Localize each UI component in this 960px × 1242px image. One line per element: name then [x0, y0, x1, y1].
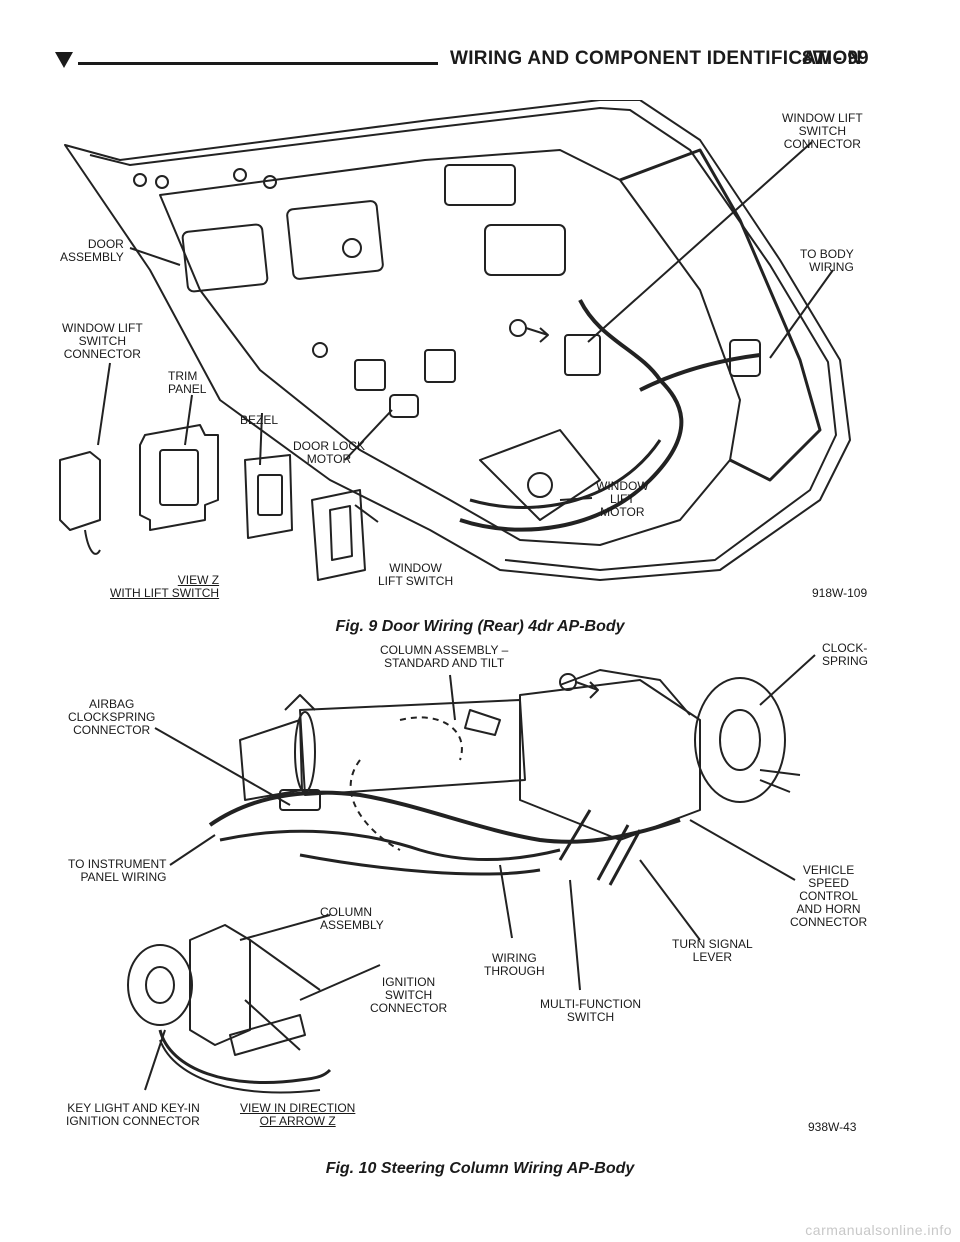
label-column-assembly: COLUMN ASSEMBLY: [320, 905, 384, 932]
figure-code: 918W-109: [812, 586, 868, 600]
label-airbag-clockspring-connector: AIRBAG CLOCKSPRING CONNECTOR: [68, 697, 156, 737]
label-multi-function-switch: MULTI-FUNCTION SWITCH: [540, 997, 642, 1024]
label-view-in-direction-arrow-z: VIEW IN DIRECTION OF ARROW Z: [240, 1101, 356, 1128]
label-bezel: BEZEL: [240, 413, 279, 427]
figure-10-steering-column: COLUMN ASSEMBLY – STANDARD AND TILT CLOC…: [0, 640, 960, 1200]
figure-10-caption: Fig. 10 Steering Column Wiring AP-Body: [325, 1160, 635, 1177]
page-number: 8W - 99: [802, 48, 869, 69]
steering-column-illustration: [127, 654, 816, 1094]
label-window-lift-switch: WINDOW LIFT SWITCH: [378, 561, 454, 588]
figure-9-door-wiring: WINDOW LIFT SWITCH CONNECTOR DOOR ASSEMB…: [0, 100, 960, 635]
label-turn-signal-lever: TURN SIGNAL LEVER: [672, 937, 753, 964]
label-window-lift-motor: WINDOW LIFT MOTOR: [596, 479, 649, 519]
figure-code: 938W-43: [808, 1120, 857, 1134]
label-clockspring: CLOCK- SPRING: [822, 641, 869, 668]
label-to-body-wiring: TO BODY WIRING: [800, 247, 854, 274]
section-marker-icon: [55, 52, 73, 68]
label-trim-panel: TRIM PANEL: [168, 369, 207, 396]
label-view-z: VIEW Z WITH LIFT SWITCH: [110, 573, 220, 600]
label-vehicle-speed-control-horn-connector: VEHICLE SPEED CONTROL AND HORN CONNECTOR: [790, 863, 868, 929]
label-column-assembly-standard-tilt: COLUMN ASSEMBLY – STANDARD AND TILT: [380, 643, 509, 670]
label-door-assembly: DOOR ASSEMBLY: [60, 237, 124, 264]
label-door-lock-motor: DOOR LOCK MOTOR: [293, 439, 366, 466]
figure-9-caption: Fig. 9 Door Wiring (Rear) 4dr AP-Body: [335, 618, 625, 635]
door-wiring-illustration: [59, 100, 851, 581]
label-wiring-through: WIRING THROUGH: [484, 951, 545, 978]
label-window-lift-switch-connector-top: WINDOW LIFT SWITCH CONNECTOR: [782, 111, 863, 151]
page-title: WIRING AND COMPONENT IDENTIFICATION: [450, 48, 862, 69]
label-ignition-switch-connector: IGNITION SWITCH CONNECTOR: [370, 975, 448, 1015]
page-header: WIRING AND COMPONENT IDENTIFICATION 8W -…: [0, 0, 960, 80]
header-rule: [78, 62, 438, 65]
label-to-instrument-panel-wiring: TO INSTRUMENT PANEL WIRING: [68, 857, 167, 884]
label-window-lift-switch-connector-left: WINDOW LIFT SWITCH CONNECTOR: [62, 321, 143, 361]
label-key-light-ignition-connector: KEY LIGHT AND KEY-IN IGNITION CONNECTOR: [66, 1101, 200, 1128]
watermark: carmanualsonline.info: [805, 1222, 952, 1238]
